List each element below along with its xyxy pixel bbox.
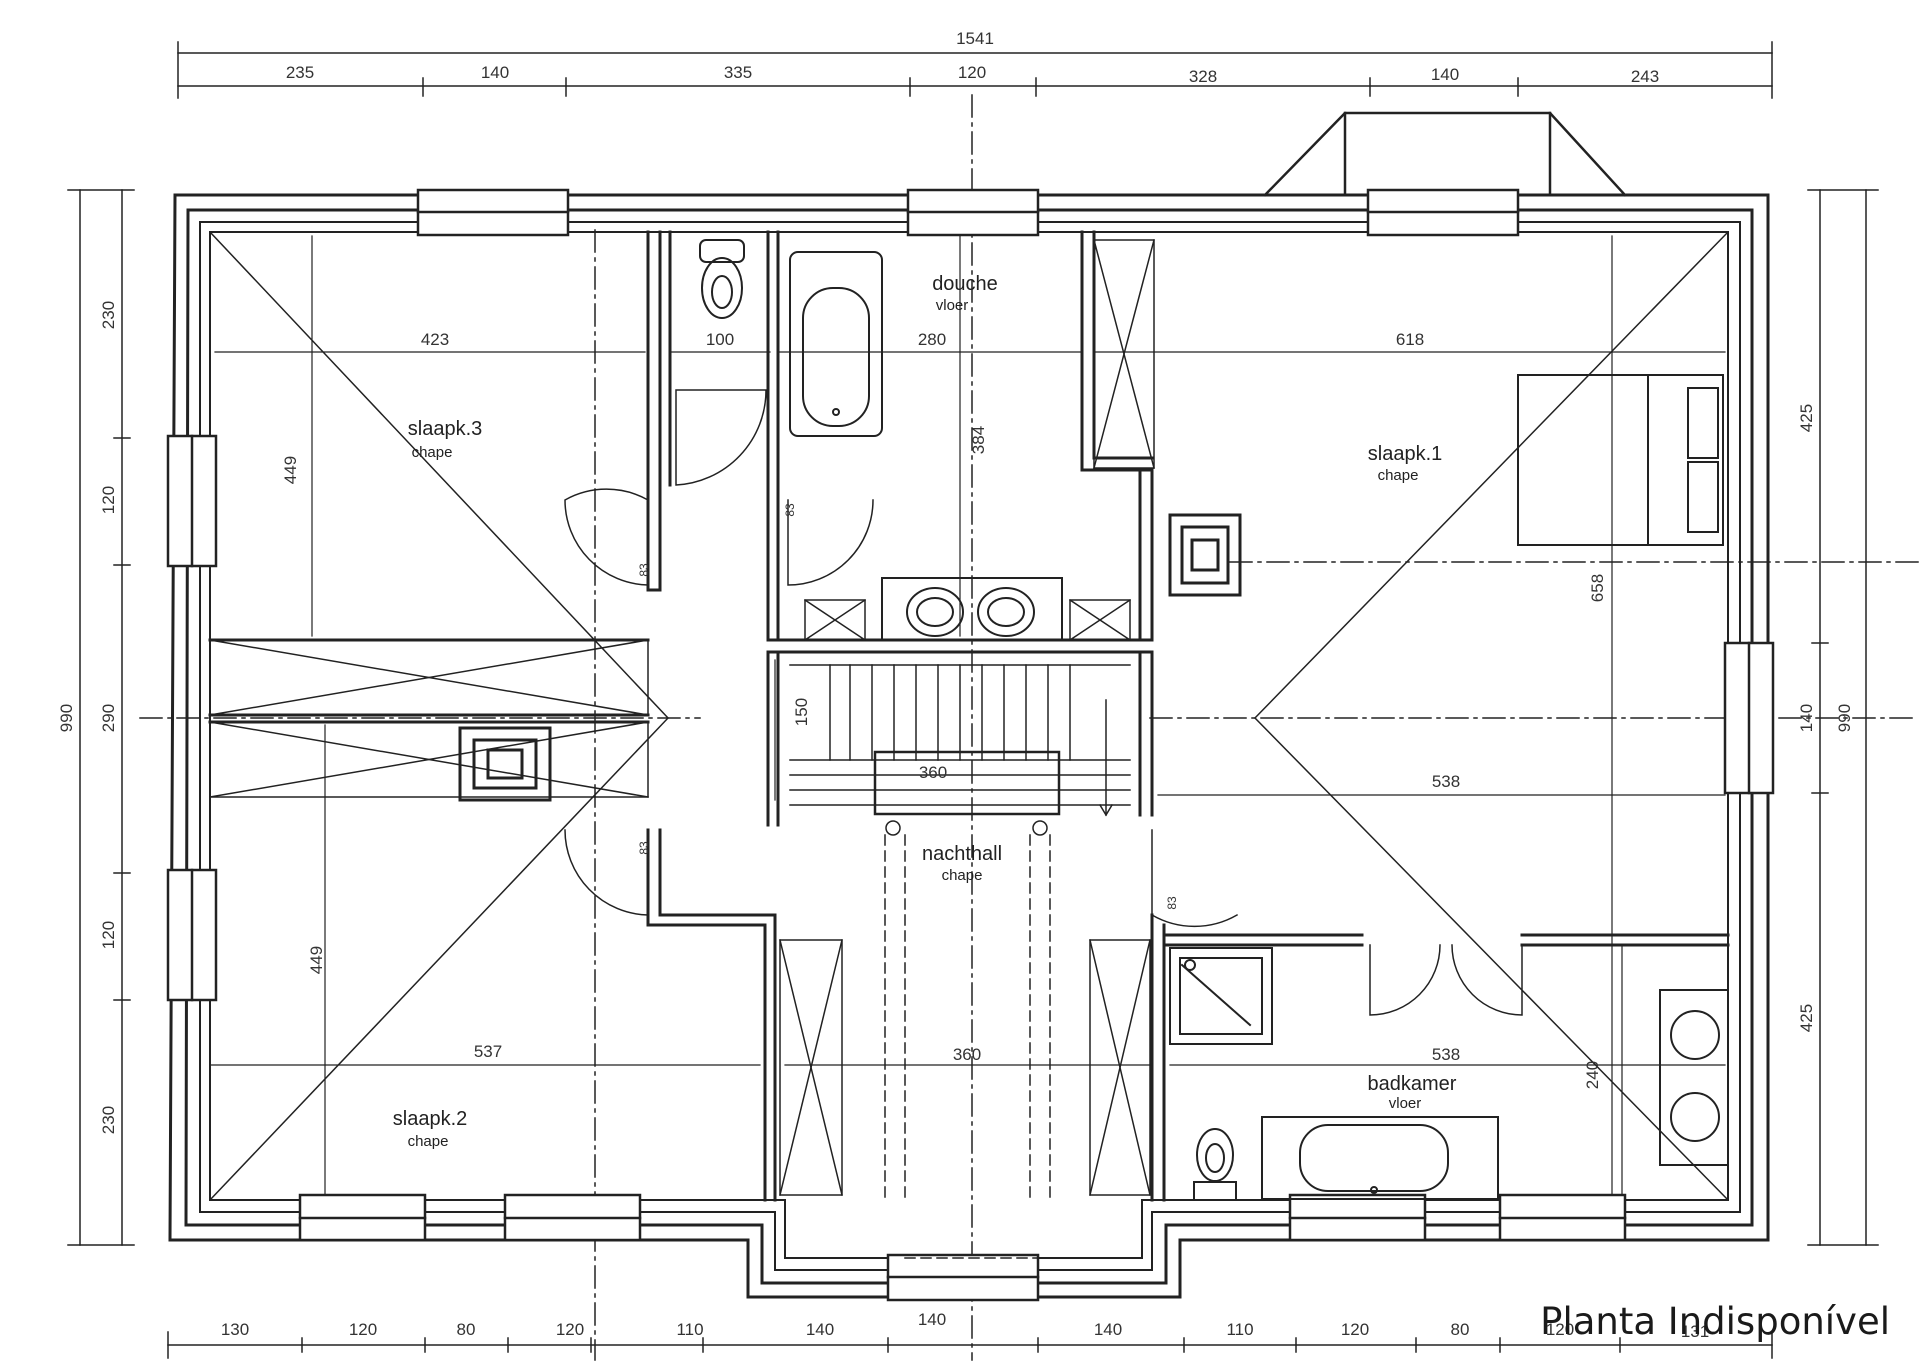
top-dim-3: 335 (724, 63, 752, 82)
room-slaapk1-floor: chape (1378, 467, 1419, 484)
room-slaapk3-name: slaapk.3 (408, 418, 483, 440)
room-badkamer-floor: vloer (1389, 1095, 1422, 1112)
room-douche-floor: vloer (936, 297, 969, 314)
top-dimension-lines (177, 41, 1773, 99)
dim-240: 240 (1583, 1061, 1602, 1089)
dim-423: 423 (421, 330, 449, 349)
room-slaapk2-name: slaapk.2 (393, 1108, 468, 1130)
dim-384: 384 (969, 426, 988, 454)
bottom-dim-8: 140 (1094, 1320, 1122, 1339)
bottom-dimension-labels: 130 120 80 120 110 140 140 140 110 120 8… (221, 1310, 1709, 1341)
room-diagonals (208, 230, 1730, 1202)
door-swings (564, 389, 1523, 1016)
dim-537: 537 (474, 1042, 502, 1061)
bottom-dim-5: 110 (676, 1320, 703, 1339)
left-dim-3: 290 (99, 704, 118, 732)
dormer (1263, 111, 1627, 197)
top-dim-6: 140 (1431, 65, 1459, 84)
dim-360-b: 360 (953, 1045, 981, 1064)
hall-dashes (884, 834, 1051, 1259)
top-dim-1: 235 (286, 63, 314, 82)
dim-100: 100 (706, 330, 734, 349)
dim-449-b: 449 (307, 946, 326, 974)
bottom-dim-6: 140 (806, 1320, 834, 1339)
dim-83-b: 83 (637, 841, 651, 855)
staircase (789, 664, 1131, 836)
exterior-walls (168, 193, 1770, 1299)
dim-83-a: 83 (637, 563, 651, 577)
dim-449-a: 449 (281, 456, 300, 484)
right-dim-2: 140 (1797, 704, 1816, 732)
room-nachthall-name: nachthall (922, 843, 1002, 865)
dim-360-a: 360 (919, 763, 947, 782)
left-dim-5: 230 (99, 1106, 118, 1134)
bottom-dim-12: 120 (1546, 1320, 1574, 1339)
top-dim-2: 140 (481, 63, 509, 82)
left-dim-4: 120 (99, 921, 118, 949)
right-dim-1: 425 (1797, 404, 1816, 432)
top-dimension-labels: 1541 235 140 335 120 328 140 243 (286, 29, 1659, 86)
interior-dimension-labels: 423 100 280 618 449 384 658 150 360 538 … (281, 330, 1607, 1089)
room-slaapk1-name: slaapk.1 (1368, 443, 1443, 465)
right-dim-3: 425 (1797, 1004, 1816, 1032)
room-badkamer-name: badkamer (1368, 1073, 1457, 1095)
dim-83-d: 83 (1165, 896, 1179, 910)
left-dimension-lines (67, 189, 135, 1246)
fixtures (699, 239, 1729, 1201)
left-dim-1: 230 (99, 301, 118, 329)
bottom-dim-9: 110 (1226, 1320, 1253, 1339)
top-dim-5: 328 (1189, 67, 1217, 86)
interior-measure-lines (209, 235, 1726, 1196)
room-slaapk3-floor: chape (412, 444, 453, 461)
dim-618: 618 (1396, 330, 1424, 349)
dim-280: 280 (918, 330, 946, 349)
room-slaapk2-floor: chape (408, 1133, 449, 1150)
room-douche-name: douche (932, 273, 998, 295)
bottom-dimension-line (167, 1331, 1773, 1359)
right-total-dim: 990 (1835, 704, 1854, 732)
closets (209, 239, 1155, 1196)
room-labels: douche vloer slaapk.3 chape slaapk.1 cha… (393, 273, 1457, 1150)
dim-83-c: 83 (783, 503, 797, 517)
top-total-dim: 1541 (956, 29, 994, 48)
bottom-dim-2: 120 (349, 1320, 377, 1339)
dim-150: 150 (792, 698, 811, 726)
right-dimension-labels: 990 425 140 425 (1797, 404, 1854, 1032)
windows (166, 188, 1775, 1302)
bottom-dim-3: 80 (457, 1320, 476, 1339)
room-nachthall-floor: chape (942, 867, 983, 884)
left-total-dim: 990 (57, 704, 76, 732)
unavailable-caption: Planta Indisponível (1540, 1300, 1890, 1343)
chimneys (458, 513, 1242, 802)
dim-538-a: 538 (1432, 772, 1460, 791)
top-dim-4: 120 (958, 63, 986, 82)
bottom-dim-4: 120 (556, 1320, 584, 1339)
bottom-dim-10: 120 (1341, 1320, 1369, 1339)
top-dim-7: 243 (1631, 67, 1659, 86)
bottom-dim-13: 131 (1681, 1322, 1709, 1341)
left-dim-2: 120 (99, 486, 118, 514)
dim-538-b: 538 (1432, 1045, 1460, 1064)
axis-lines (139, 94, 1919, 1361)
bottom-dim-11: 80 (1451, 1320, 1470, 1339)
bottom-dim-7: 140 (918, 1310, 946, 1329)
left-dimension-labels: 990 230 120 290 120 230 (57, 301, 118, 1134)
dim-658: 658 (1588, 574, 1607, 602)
bottom-dim-1: 130 (221, 1320, 249, 1339)
